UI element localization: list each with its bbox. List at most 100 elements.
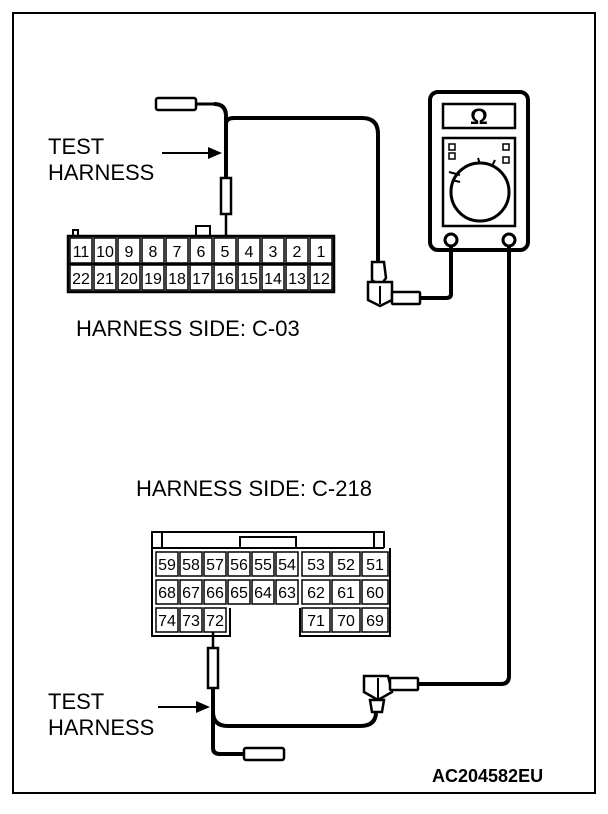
test-harness-label-bottom: TEST HARNESS (48, 689, 154, 741)
pointer-arrow-top (162, 147, 222, 159)
c03-pin-21-cell (93, 264, 117, 291)
c03-pin-10: 10 (96, 244, 114, 261)
c03-pin-13-cell (285, 264, 309, 291)
harness-side-c218-label: HARNESS SIDE: C-218 (136, 476, 372, 501)
c218-pin-71: 71 (307, 613, 325, 630)
c218-pin-52: 52 (337, 557, 355, 574)
c03-pin-13: 13 (288, 271, 306, 288)
alligator-clip-bottom (362, 674, 420, 714)
c218-pin-72-cell (203, 607, 227, 633)
c03-pin-20: 20 (120, 271, 138, 288)
c218-pin-56-cell (227, 551, 251, 577)
c03-pin-11: 11 (73, 244, 90, 261)
c218-pin-61-cell (331, 579, 361, 605)
c03-pin-18: 18 (168, 271, 186, 288)
c218-pin-53: 53 (307, 557, 325, 574)
c03-pin-19: 19 (144, 271, 162, 288)
c03-pin-1-cell (309, 237, 333, 264)
test-harness-top-cable (154, 96, 380, 262)
c03-pin-12-cell (309, 264, 333, 291)
c218-pin-66: 66 (206, 585, 224, 602)
alligator-clip-top (366, 260, 422, 308)
c218-pin-64-cell (251, 579, 275, 605)
c03-pin-14: 14 (264, 271, 282, 288)
c218-pin-52-cell (331, 551, 361, 577)
figure-code: AC204582EU (432, 766, 544, 786)
c03-pin-16-cell (213, 264, 237, 291)
c03-pin-6: 6 (197, 244, 206, 261)
c03-pin-11-cell (69, 237, 93, 264)
c03-pin-7: 7 (173, 244, 182, 261)
c218-pin-51: 51 (366, 557, 384, 574)
c218-pin-62-cell (301, 579, 331, 605)
c218-pin-69-cell (361, 607, 389, 633)
c218-pin-74: 74 (158, 613, 176, 630)
c218-pin-73-cell (179, 607, 203, 633)
c218-pin-54-cell (275, 551, 299, 577)
c03-pin-2: 2 (293, 244, 302, 261)
c218-pin-62: 62 (307, 585, 325, 602)
rotary-dial (449, 161, 511, 223)
ohm-symbol: Ω (470, 104, 488, 129)
c03-pin-10-cell (93, 237, 117, 264)
c218-pin-63-cell (275, 579, 299, 605)
c218-pin-67: 67 (182, 585, 200, 602)
c218-pin-58: 58 (182, 557, 200, 574)
c03-pin-17: 17 (192, 271, 210, 288)
c03-pin-20-cell (117, 264, 141, 291)
c218-pin-63: 63 (278, 585, 296, 602)
c218-pin-70: 70 (337, 613, 355, 630)
c218-pin-59: 59 (158, 557, 176, 574)
c218-pin-57: 57 (206, 557, 224, 574)
c218-pin-64: 64 (254, 585, 272, 602)
meter-jack-right (501, 232, 517, 248)
c218-pin-69: 69 (366, 613, 384, 630)
harness-side-c03-label: HARNESS SIDE: C-03 (76, 316, 300, 341)
c218-pin-72: 72 (206, 613, 224, 630)
c03-pin-18-cell (165, 264, 189, 291)
c218-housing-outline (151, 548, 391, 637)
pointer-arrow-bottom (158, 701, 210, 713)
c03-pin-16: 16 (216, 271, 234, 288)
c03-pin-15-cell (237, 264, 261, 291)
c218-pin-70-cell (331, 607, 361, 633)
c03-pin-5-cell (213, 237, 237, 264)
c218-pin-66-cell (203, 579, 227, 605)
c03-pin-8: 8 (149, 244, 158, 261)
c218-pin-51-cell (361, 551, 389, 577)
c03-pin-3-cell (261, 237, 285, 264)
c218-pin-65-cell (227, 579, 251, 605)
c218-pin-55-cell (251, 551, 275, 577)
c03-pin-4-cell (237, 237, 261, 264)
c218-pin-55: 55 (254, 557, 272, 574)
c03-pin-8-cell (141, 237, 165, 264)
c03-pin-9-cell (117, 237, 141, 264)
c218-pin-56: 56 (230, 557, 248, 574)
c03-pin-19-cell (141, 264, 165, 291)
test-harness-label-top-line2: HARNESS (48, 160, 155, 185)
c03-pin-6-cell (189, 237, 213, 264)
c03-pin-14-cell (261, 264, 285, 291)
c218-pin-74-cell (155, 607, 179, 633)
c03-pin-3: 3 (269, 244, 278, 261)
c03-pin-22: 22 (72, 271, 90, 288)
c03-pin-1: 1 (317, 244, 326, 261)
c218-pin-60-cell (361, 579, 389, 605)
c03-pin-9: 9 (125, 244, 134, 261)
c03-pin-4: 4 (245, 244, 254, 261)
c218-pin-58-cell (179, 551, 203, 577)
c218-pin-57-cell (203, 551, 227, 577)
meter-jack-left (443, 232, 459, 248)
c03-pin-12: 12 (312, 271, 330, 288)
c03-pin-22-cell (69, 264, 93, 291)
c03-pin-2-cell (285, 237, 309, 264)
multimeter: Ω (428, 90, 530, 252)
c218-pin-65: 65 (230, 585, 248, 602)
c218-pin-68-cell (155, 579, 179, 605)
meter-lead-left (420, 246, 453, 300)
c03-pin-21: 21 (96, 271, 114, 288)
c03-pin-15: 15 (240, 271, 258, 288)
test-harness-label-bottom-line1: TEST (48, 689, 105, 714)
test-harness-bottom-cable (206, 632, 378, 762)
